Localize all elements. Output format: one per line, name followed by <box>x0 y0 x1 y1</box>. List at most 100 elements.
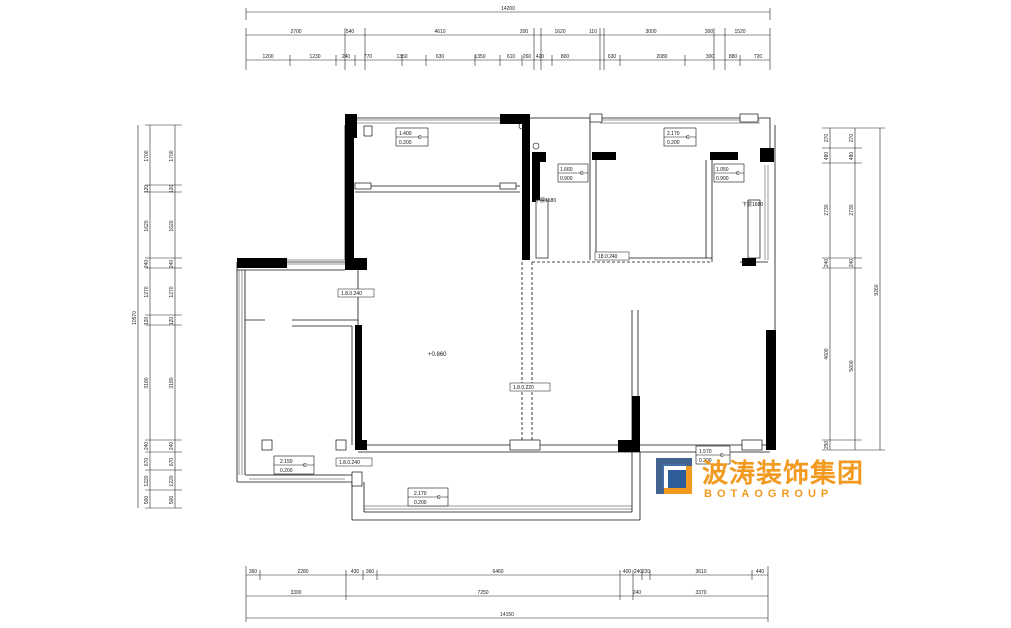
window-height: 1.660 <box>560 167 573 173</box>
dim-text: 1620 <box>554 29 565 35</box>
window-tag-3: 1.660 C 0.900 <box>557 163 589 183</box>
dim-text: 250 <box>824 441 830 450</box>
dim-text: 480 <box>849 152 855 161</box>
beam-label-3: 1.8.0.240 <box>335 457 373 467</box>
dim-text: 2730 <box>824 204 830 215</box>
brand-name-cn: 波涛装饰集团 <box>702 458 864 489</box>
dim-text: 430 <box>351 569 360 575</box>
dim-text: 400 <box>623 569 632 575</box>
window-height: 2.150 <box>280 459 293 465</box>
door-marks <box>261 113 763 487</box>
dim-text: 1220 <box>169 475 175 486</box>
dim-text: 3300 <box>290 590 301 596</box>
solid-walls <box>237 114 776 452</box>
dim-text: 500 <box>144 496 150 505</box>
wall-outlines <box>236 117 776 521</box>
window-sill: 0.200 <box>667 140 680 146</box>
window-code: C <box>720 453 724 459</box>
dim-text: 770 <box>364 54 373 60</box>
dim-text: 300 <box>705 29 714 35</box>
dim-text: 2730 <box>849 204 855 215</box>
logo-mark-icon <box>656 458 692 494</box>
dim-text: 4610 <box>434 29 445 35</box>
dim-text: 240 <box>634 569 643 575</box>
window-tag-7: 1.570 C 0.200 <box>695 445 731 465</box>
sink-left-label: 下层1680 <box>535 198 556 204</box>
window-height: 1.570 <box>699 449 712 455</box>
dim-text: 500 <box>169 496 175 505</box>
top-dim-row1: 2700 540 4610 200 1620 110 3000 300 1520 <box>290 29 745 35</box>
brand-name-en: BOTAOGROUP <box>704 488 833 500</box>
dim-text: 4600 <box>824 348 830 359</box>
dim-text: 240 <box>144 442 150 451</box>
bottom-overall-dim: 14150 <box>500 612 514 618</box>
right-dim-col2: 270 480 2730 240 5600 <box>849 134 855 372</box>
dim-text: 670 <box>144 458 150 467</box>
dim-text: 270 <box>849 134 855 143</box>
dim-text: 540 <box>346 29 355 35</box>
dim-text: 120 <box>169 185 175 194</box>
dim-text: 240 <box>144 260 150 269</box>
dim-text: 270 <box>824 134 830 143</box>
dim-text: 720 <box>754 54 763 60</box>
dim-text: 220 <box>642 569 651 575</box>
left-dim-col2: 1700 120 1620 240 1270 120 3180 240 670 … <box>169 150 175 504</box>
dim-text: 630 <box>608 54 617 60</box>
dim-text: 1700 <box>169 150 175 161</box>
bottom-dimensions <box>245 566 769 622</box>
dim-text: 300 <box>706 54 715 60</box>
dim-text: 420 <box>536 54 545 60</box>
dim-text: 1270 <box>144 286 150 297</box>
dim-text: 1200 <box>262 54 273 60</box>
window-sill: 0.200 <box>399 140 412 146</box>
window-sill: 0.200 <box>414 500 427 506</box>
dim-text: 120 <box>144 185 150 194</box>
dim-text: 1620 <box>169 220 175 231</box>
window-sill: 0.200 <box>699 458 712 464</box>
dim-text: 1220 <box>144 475 150 486</box>
window-sill: 0.200 <box>280 468 293 474</box>
window-code: C <box>418 135 422 141</box>
dim-text: 240 <box>849 259 855 268</box>
dim-text: 5600 <box>849 360 855 371</box>
dim-text: 630 <box>436 54 445 60</box>
dim-text: 1350 <box>396 54 407 60</box>
dim-text: 2080 <box>656 54 667 60</box>
dim-text: 360 <box>366 569 375 575</box>
dim-text: 440 <box>756 569 765 575</box>
window-height: 1.400 <box>399 131 412 137</box>
dim-text: 1270 <box>169 286 175 297</box>
window-code: C <box>686 135 690 141</box>
dim-text: 110 <box>589 29 597 35</box>
window-height: 1.050 <box>716 167 729 173</box>
bottom-dim-row2: 3300 7250 240 3370 <box>290 590 706 596</box>
dim-text: 240 <box>824 259 830 268</box>
dim-text: 240 <box>169 442 175 451</box>
dim-text: 1230 <box>309 54 320 60</box>
left-dimensions <box>137 124 182 509</box>
window-code: C <box>437 495 441 501</box>
dim-text: 880 <box>729 54 738 60</box>
window-sill: 0.900 <box>716 176 729 182</box>
top-dim-row2: 1200 1230 240 770 1350 630 1350 610 260 … <box>262 54 762 60</box>
dim-text: 260 <box>523 54 532 60</box>
window-code: C <box>736 171 740 177</box>
dim-text: 3180 <box>169 377 175 388</box>
dim-text: 2700 <box>290 29 301 35</box>
dim-text: 1700 <box>144 150 150 161</box>
dim-text: 3370 <box>695 590 706 596</box>
dim-text: 800 <box>561 54 570 60</box>
dim-text: 120 <box>144 317 150 326</box>
window-code: C <box>580 171 584 177</box>
dim-text: 3180 <box>144 377 150 388</box>
pipe-icon <box>532 142 540 150</box>
window-tag-4: 1.050 C 0.900 <box>713 163 745 183</box>
dim-text: 6460 <box>492 569 503 575</box>
dim-text: 1350 <box>474 54 485 60</box>
dim-text: 1520 <box>734 29 745 35</box>
top-overall-dim: 14200 <box>501 6 515 12</box>
dim-text: 240 <box>342 54 351 60</box>
window-height: 2.170 <box>667 131 680 137</box>
dim-text: 610 <box>507 54 516 60</box>
